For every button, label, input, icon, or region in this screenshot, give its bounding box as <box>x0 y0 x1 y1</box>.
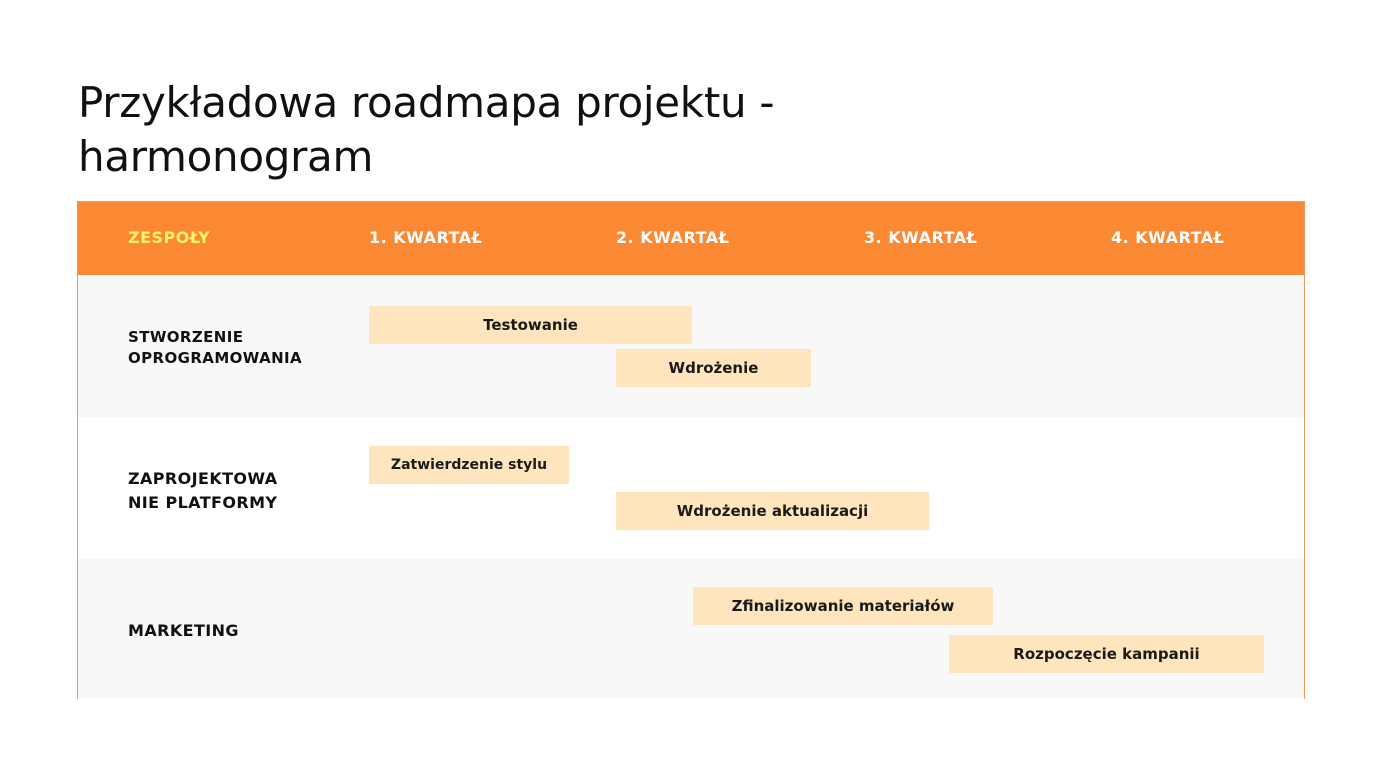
header-quarter-2: 2. KWARTAŁ <box>616 228 730 247</box>
header-quarter-3: 3. KWARTAŁ <box>864 228 978 247</box>
task-bar-testowanie[interactable]: Testowanie <box>369 306 692 344</box>
header-teams: ZESPOŁY <box>128 228 211 247</box>
task-bar-zfinalizowanie-materialow[interactable]: Zfinalizowanie materiałów <box>693 587 993 625</box>
page-title-line-1: Przykładowa roadmapa projektu - <box>78 78 775 127</box>
page-title-line-2: harmonogram <box>78 132 374 181</box>
header-quarter-1: 1. KWARTAŁ <box>369 228 483 247</box>
row-marketing: MARKETING Zfinalizowanie materiałów Rozp… <box>78 559 1304 699</box>
row-label-platform: ZAPROJEKTOWA NIE PLATFORMY <box>128 467 278 515</box>
task-bar-zatwierdzenie-stylu[interactable]: Zatwierdzenie stylu <box>369 446 569 484</box>
row-label-line-2: OPROGRAMOWANIA <box>128 349 303 367</box>
row-label-line-2: NIE PLATFORMY <box>128 493 278 512</box>
row-label-line-1: ZAPROJEKTOWA <box>128 469 278 488</box>
roadmap-board: ZESPOŁY 1. KWARTAŁ 2. KWARTAŁ 3. KWARTAŁ… <box>77 201 1305 699</box>
task-bar-rozpoczecie-kampanii[interactable]: Rozpoczęcie kampanii <box>949 635 1264 673</box>
row-platform: ZAPROJEKTOWA NIE PLATFORMY Zatwierdzenie… <box>78 417 1304 559</box>
task-bar-wdrozenie[interactable]: Wdrożenie <box>616 349 811 387</box>
task-bar-wdrozenie-aktualizacji[interactable]: Wdrożenie aktualizacji <box>616 492 929 530</box>
page-title: Przykładowa roadmapa projektu - harmonog… <box>78 76 978 184</box>
row-label-line-1: MARKETING <box>128 621 239 640</box>
row-software: STWORZENIE OPROGRAMOWANIA Testowanie Wdr… <box>78 275 1304 417</box>
row-label-marketing: MARKETING <box>128 620 239 641</box>
row-label-line-1: STWORZENIE <box>128 328 244 346</box>
roadmap-header: ZESPOŁY 1. KWARTAŁ 2. KWARTAŁ 3. KWARTAŁ… <box>78 202 1304 275</box>
row-label-software: STWORZENIE OPROGRAMOWANIA <box>128 327 302 369</box>
header-quarter-4: 4. KWARTAŁ <box>1111 228 1225 247</box>
